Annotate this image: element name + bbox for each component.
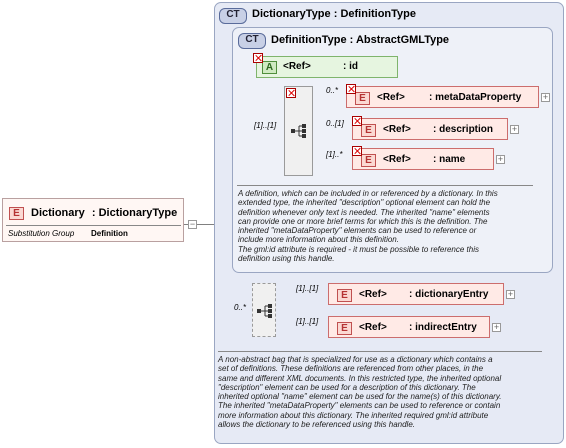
item-cardinality: 0..*: [326, 86, 339, 95]
inner-type-name: DefinitionType: [271, 34, 347, 46]
inner-sequence-cardinality: [1]..[1]: [254, 121, 277, 130]
doc-line: "description" element can be used for a …: [218, 382, 476, 392]
expand-plus-icon[interactable]: +: [510, 124, 519, 134]
element-ref: <Ref>: [377, 92, 405, 103]
doc-line: extended type, the inherited "descriptio…: [238, 198, 491, 208]
element-icon: E: [355, 92, 370, 105]
item-cardinality: [1]..[1]: [296, 284, 319, 293]
inner-type-base: : AbstractGMLType: [349, 34, 450, 46]
red-x-icon: [352, 116, 362, 126]
inner-doc-divider: [237, 185, 533, 186]
expand-plus-icon[interactable]: +: [496, 154, 505, 164]
element-icon: E: [361, 124, 376, 137]
element-indirectentry[interactable]: E <Ref> : indirectEntry: [328, 316, 490, 338]
doc-line: can provide one or more brief terms for …: [238, 216, 488, 226]
outer-doc-divider: [218, 351, 542, 352]
item-cardinality: 0..[1]: [326, 119, 344, 128]
sequence-icon: [291, 124, 306, 138]
element-description[interactable]: E <Ref> : description: [352, 118, 508, 140]
element-icon: E: [337, 322, 352, 335]
item-cardinality: [1]..[1]: [296, 317, 319, 326]
doc-line: more information about this dictionary. …: [218, 410, 489, 420]
red-x-icon: [346, 84, 356, 94]
doc-line: The gml:id attribute is required - it mu…: [238, 244, 479, 254]
substitution-group-value: Definition: [91, 229, 128, 238]
substitution-group-label: Substitution Group: [8, 229, 75, 238]
element-icon: E: [361, 154, 376, 167]
outer-documentation: A non-abstract bag that is specialized f…: [218, 355, 560, 429]
element-ref: <Ref>: [359, 322, 387, 333]
expand-plus-icon[interactable]: −: [188, 219, 197, 229]
element-icon: E: [9, 207, 24, 220]
item-cardinality: [1]..*: [326, 150, 343, 159]
element-name: : metaDataProperty: [429, 92, 522, 103]
element-icon: E: [337, 289, 352, 302]
element-name: : name: [433, 154, 466, 165]
connector-root: [184, 224, 214, 225]
root-element-box[interactable]: E Dictionary : DictionaryType Substituti…: [2, 198, 184, 242]
inner-sequence-compositor[interactable]: [284, 86, 313, 176]
attribute-name: : id: [343, 61, 358, 72]
doc-line: inherited "metaDataProperty" elements ca…: [238, 226, 477, 236]
outer-type-name: DictionaryType: [252, 8, 331, 20]
inner-ct-kind: CT: [245, 34, 259, 45]
inner-type-title: DefinitionType : AbstractGMLType: [271, 34, 449, 46]
element-name: : dictionaryEntry: [409, 289, 489, 300]
element-dictionaryentry[interactable]: E <Ref> : dictionaryEntry: [328, 283, 504, 305]
expand-plus-icon[interactable]: +: [492, 322, 501, 332]
red-x-icon: [253, 53, 263, 63]
doc-line: A definition, which can be included in o…: [238, 189, 498, 198]
doc-line: definition whenever only text is needed.…: [238, 207, 490, 217]
element-name: : description: [433, 124, 494, 135]
element-ref: <Ref>: [383, 154, 411, 165]
attribute-id-box[interactable]: A <Ref> : id: [256, 56, 398, 78]
doc-line: include more information about this defi…: [238, 235, 399, 245]
outer-ct-kind: CT: [226, 9, 240, 20]
outer-sequence-compositor[interactable]: [252, 283, 276, 337]
element-metadataproperty[interactable]: E <Ref> : metaDataProperty: [346, 86, 539, 108]
element-name-box[interactable]: E <Ref> : name: [352, 148, 494, 170]
doc-line: set of definitions. These definitions ar…: [218, 364, 484, 374]
complex-type-icon: CT: [219, 8, 247, 24]
expand-plus-icon[interactable]: +: [506, 289, 515, 299]
outer-type-base: : DefinitionType: [333, 8, 417, 20]
root-divider: [6, 225, 181, 226]
element-ref: <Ref>: [359, 289, 387, 300]
doc-line: The inherited "metaDataProperty" element…: [218, 401, 501, 411]
doc-line: allows the dictionary to be referenced u…: [218, 420, 416, 430]
root-name-text: Dictionary: [31, 207, 85, 219]
attribute-icon: A: [262, 61, 277, 74]
doc-line: A non-abstract bag that is specialized f…: [218, 355, 493, 364]
doc-line: same and different XML documents. In thi…: [218, 373, 502, 383]
element-name: : indirectEntry: [409, 322, 477, 333]
complex-type-icon: CT: [238, 33, 266, 49]
attribute-ref: <Ref>: [283, 61, 311, 72]
inner-documentation: A definition, which can be included in o…: [238, 189, 548, 263]
doc-line: definition using this handle.: [238, 254, 335, 264]
doc-line: inherited optional "name" element can be…: [218, 392, 502, 402]
expand-plus-icon[interactable]: +: [541, 92, 550, 102]
sequence-icon: [257, 304, 272, 318]
element-ref: <Ref>: [383, 124, 411, 135]
red-x-icon: [286, 88, 296, 98]
root-type-text: : DictionaryType: [91, 207, 178, 219]
outer-sequence-cardinality: 0..*: [234, 303, 247, 312]
outer-type-title: DictionaryType : DefinitionType: [252, 8, 416, 20]
red-x-icon: [352, 146, 362, 156]
root-element-name: Dictionary : DictionaryType: [31, 207, 177, 219]
